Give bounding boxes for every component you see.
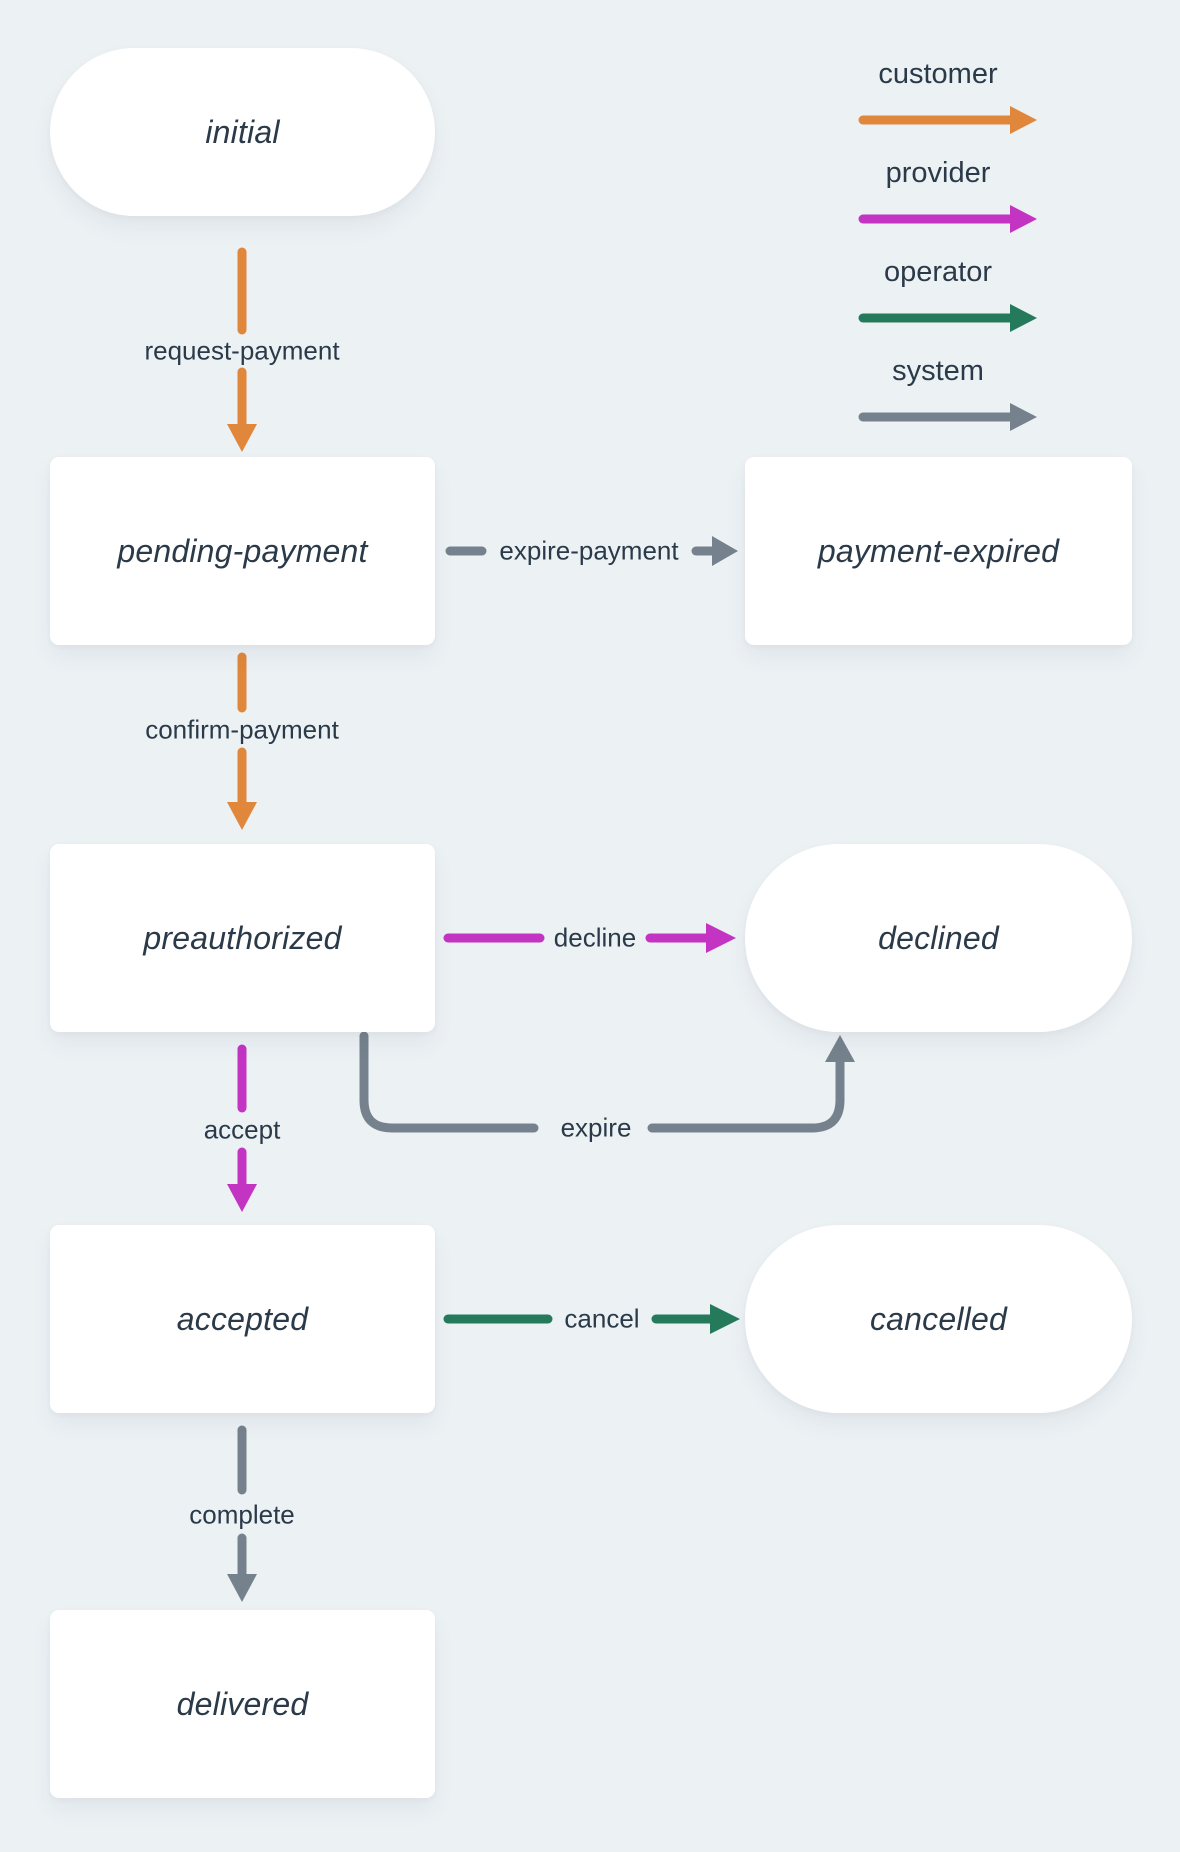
state-label: delivered — [176, 1685, 309, 1722]
state-preauthorized: preauthorized — [50, 844, 435, 1032]
arrowhead-right-icon — [712, 536, 738, 566]
edge-label-expire: expire — [560, 1112, 632, 1143]
state-accepted: accepted — [50, 1225, 435, 1413]
edge-label-decline: decline — [553, 922, 637, 953]
state-label: accepted — [176, 1300, 309, 1337]
arrowhead-down-icon — [227, 1574, 257, 1602]
state-declined: declined — [745, 844, 1132, 1032]
legend-item-system: system — [828, 357, 1048, 434]
arrowhead-down-icon — [227, 424, 257, 452]
state-label: preauthorized — [143, 919, 342, 956]
legend-item-provider: provider — [828, 159, 1048, 236]
arrowhead-up-icon — [825, 1035, 855, 1062]
state-label: initial — [205, 113, 280, 150]
edge-label-complete: complete — [189, 1499, 295, 1530]
legend: customer provider operator system — [828, 60, 1048, 456]
arrowhead-right-icon — [706, 923, 736, 953]
legend-label: customer — [878, 58, 998, 90]
arrowhead-down-icon — [227, 1184, 257, 1212]
state-cancelled: cancelled — [745, 1225, 1132, 1413]
edge-label-cancel: cancel — [564, 1303, 640, 1334]
edge-label-request-payment: request-payment — [144, 335, 340, 366]
operator-arrow-icon — [858, 304, 1037, 332]
state-label: payment-expired — [817, 532, 1060, 569]
state-label: pending-payment — [117, 532, 368, 569]
legend-item-operator: operator — [828, 258, 1048, 335]
state-label: declined — [878, 919, 999, 956]
edge-label-confirm-payment: confirm-payment — [145, 714, 339, 745]
state-delivered: delivered — [50, 1610, 435, 1798]
arrowhead-right-icon — [710, 1304, 740, 1334]
provider-arrow-icon — [858, 205, 1037, 233]
state-payment-expired: payment-expired — [745, 457, 1132, 645]
state-initial: initial — [50, 48, 435, 216]
legend-label: provider — [885, 157, 991, 189]
state-label: cancelled — [869, 1300, 1007, 1337]
arrowhead-down-icon — [227, 802, 257, 830]
state-pending-payment: pending-payment — [50, 457, 435, 645]
legend-item-customer: customer — [828, 60, 1048, 137]
customer-arrow-icon — [858, 106, 1037, 134]
legend-label: system — [892, 355, 984, 387]
edge-label-accept: accept — [203, 1114, 281, 1145]
edge-label-expire-payment: expire-payment — [499, 535, 679, 566]
system-arrow-icon — [858, 403, 1037, 431]
legend-label: operator — [883, 256, 992, 288]
